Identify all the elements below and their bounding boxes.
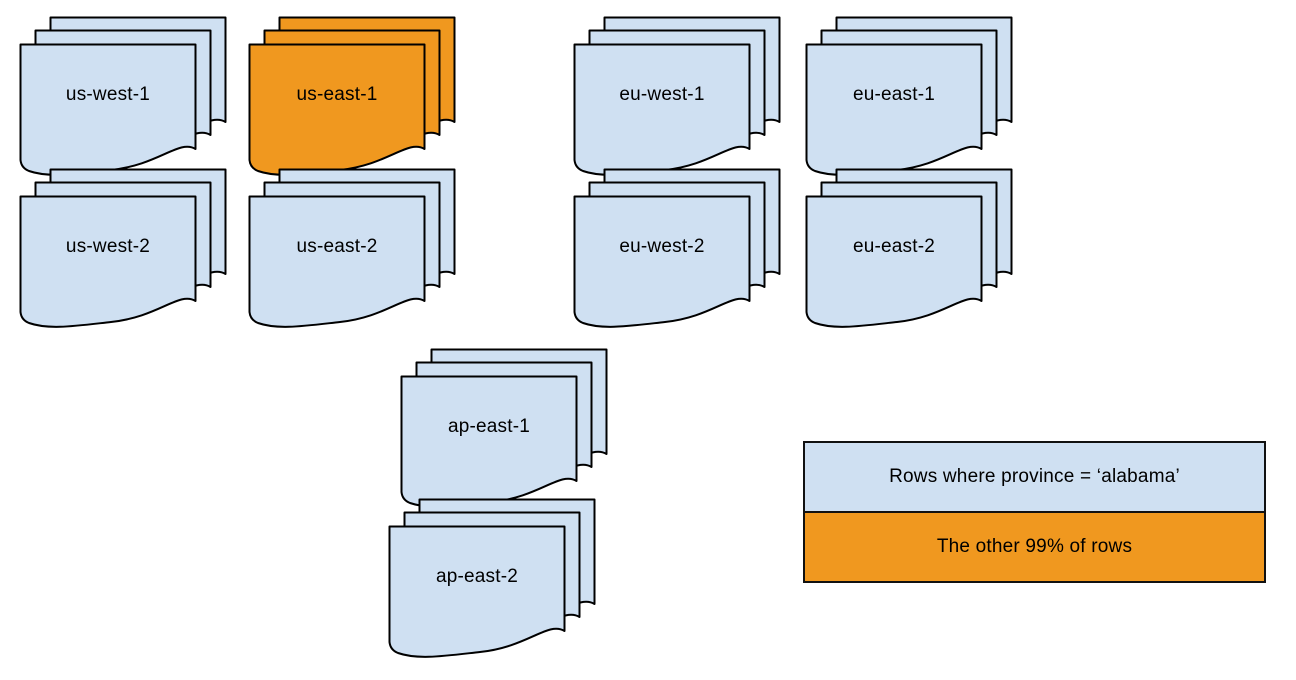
- document-shape: [805, 43, 983, 176]
- document-shape: [248, 195, 426, 328]
- region-stack-us-west-1: us-west-1: [19, 16, 227, 178]
- document-shape: [19, 195, 197, 328]
- region-stack-us-east-1: us-east-1: [248, 16, 456, 178]
- document-shape: [388, 525, 566, 658]
- document-shape: [19, 43, 197, 176]
- document-shape: [573, 195, 751, 328]
- legend-row-other-rows: The other 99% of rows: [805, 513, 1264, 581]
- region-stack-eu-east-1: eu-east-1: [805, 16, 1013, 178]
- document-shape: [248, 43, 426, 176]
- document-shape: [400, 375, 578, 508]
- region-stack-eu-west-1: eu-west-1: [573, 16, 781, 178]
- region-stack-us-east-2: us-east-2: [248, 168, 456, 330]
- region-stack-eu-east-2: eu-east-2: [805, 168, 1013, 330]
- legend-row-province-alabama: Rows where province = ‘alabama’: [805, 443, 1264, 513]
- region-stack-us-west-2: us-west-2: [19, 168, 227, 330]
- legend: Rows where province = ‘alabama’ The othe…: [803, 441, 1266, 583]
- document-shape: [573, 43, 751, 176]
- document-shape: [805, 195, 983, 328]
- region-stack-ap-east-2: ap-east-2: [388, 498, 596, 660]
- region-stack-ap-east-1: ap-east-1: [400, 348, 608, 510]
- region-stack-eu-west-2: eu-west-2: [573, 168, 781, 330]
